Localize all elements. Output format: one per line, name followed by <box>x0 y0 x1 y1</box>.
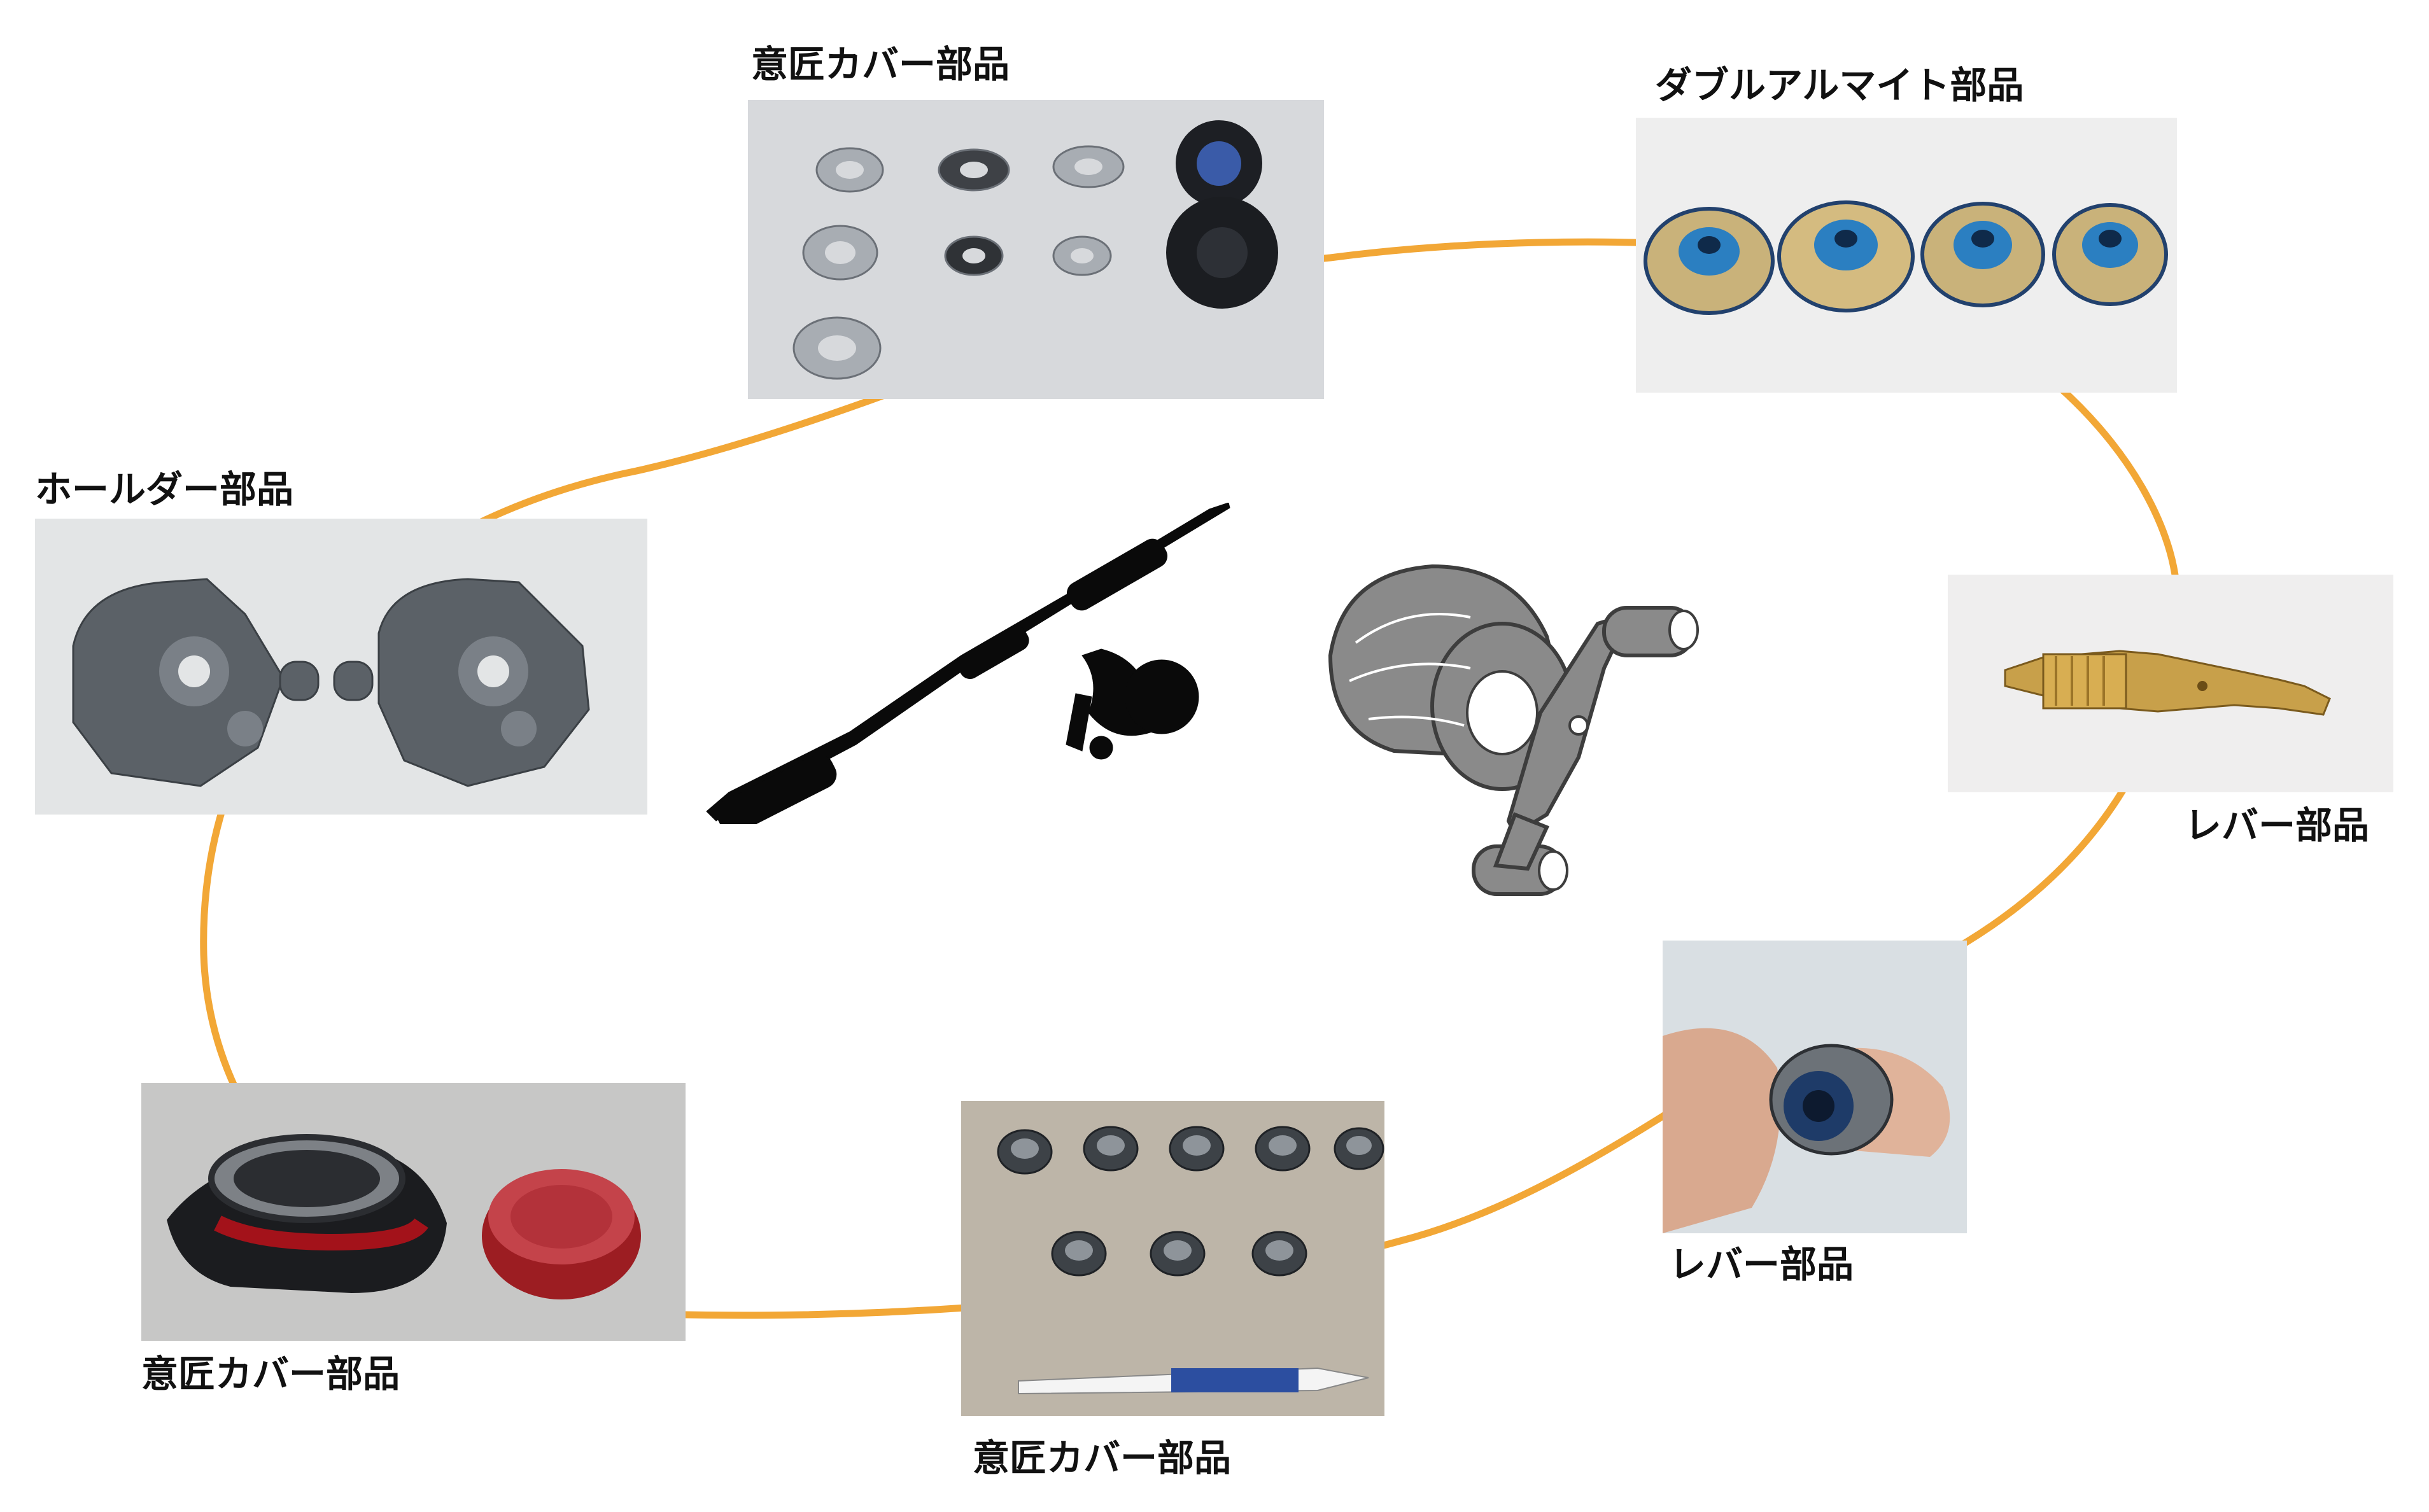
photo-right-top <box>1948 575 2393 792</box>
photo-bottom-left <box>141 1083 686 1341</box>
double-anodized-disc-icon <box>1636 118 2177 393</box>
lever-ring-in-fingers-icon <box>1663 941 1967 1233</box>
photo-top-right <box>1636 118 2177 393</box>
label-right-bottom: レバー部品 <box>1669 1243 1854 1286</box>
baitcasting-reel-icon <box>1328 564 1699 896</box>
spinning-rod-icon <box>706 503 1230 824</box>
holder-frame-icon <box>35 519 647 815</box>
label-top-center: 意匠カバー部品 <box>751 43 1010 86</box>
spinning-rod-reel-silhouette <box>694 503 1241 824</box>
label-bottom-center: 意匠カバー部品 <box>973 1436 1232 1480</box>
label-bottom-left: 意匠カバー部品 <box>141 1352 400 1396</box>
photo-bottom-center <box>961 1101 1384 1416</box>
label-right-top: レバー部品 <box>2185 804 2370 847</box>
label-left: ホールダー部品 <box>35 468 294 511</box>
photo-top-center <box>748 100 1324 399</box>
photo-right-bottom <box>1663 941 1967 1233</box>
silver-cover-parts-icon <box>748 100 1324 399</box>
label-top-right: ダブルアルマイト部品 <box>1655 64 2024 107</box>
brass-shaft-icon <box>1948 575 2393 792</box>
baitcasting-reel-illustration <box>1305 547 1712 932</box>
cover-rings-with-pen-icon <box>961 1101 1384 1416</box>
red-cover-parts-icon <box>141 1083 686 1341</box>
photo-left <box>35 519 647 815</box>
